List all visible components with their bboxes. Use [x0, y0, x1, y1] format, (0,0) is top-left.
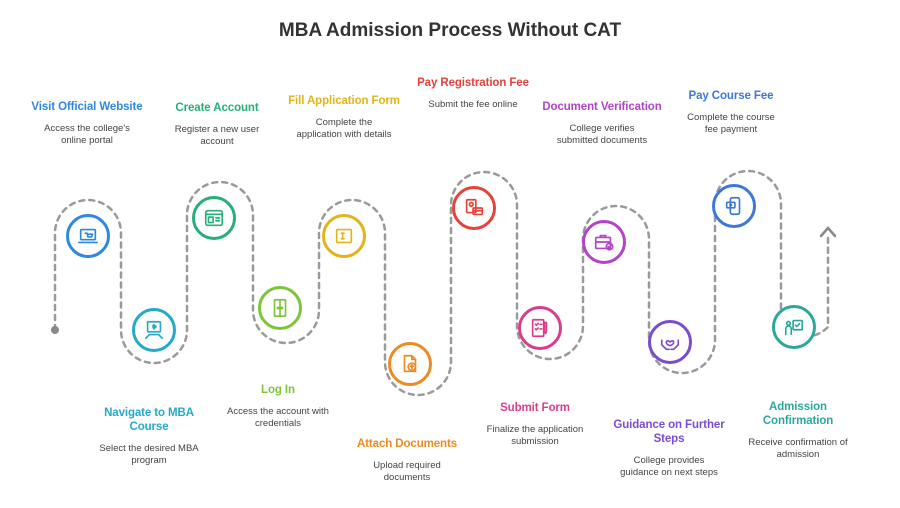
- step-8-node: [518, 306, 562, 350]
- laptop-cart-icon: [78, 228, 98, 244]
- step-description: Finalize the application submission: [486, 424, 584, 447]
- step-1-node: [66, 214, 110, 258]
- step-title: Attach Documents: [357, 438, 457, 450]
- briefcase-check-icon: [594, 234, 614, 251]
- step-1-label: Visit Official Website Access the colleg…: [22, 100, 152, 147]
- step-description: Submit the fee online: [428, 99, 518, 110]
- step-2-label: Navigate to MBA Course Select the desire…: [84, 406, 214, 467]
- step-4-node: [258, 286, 302, 330]
- step-9-label: Document Verification College verifies s…: [537, 100, 667, 147]
- step-6-label: Attach Documents Upload required documen…: [342, 437, 472, 484]
- step-11-node: [712, 184, 756, 228]
- step-title: Visit Official Website: [31, 101, 143, 113]
- payment-card-icon: [465, 198, 484, 216]
- step-7-label: Pay Registration Fee Submit the fee onli…: [408, 76, 538, 111]
- step-12-label: Admission Confirmation Receive confirmat…: [733, 400, 863, 461]
- step-11-label: Pay Course Fee Complete the course fee p…: [666, 89, 796, 136]
- step-description: College provides guidance on next steps: [620, 455, 718, 478]
- step-5-label: Fill Application Form Complete the appli…: [279, 94, 409, 141]
- step-title: Navigate to MBA Course: [104, 407, 194, 433]
- step-12-node: [772, 305, 816, 349]
- form-fill-icon: [335, 228, 353, 244]
- door-login-icon: [273, 298, 287, 318]
- step-description: College verifies submitted documents: [556, 123, 648, 146]
- step-title: Guidance on Further Steps: [613, 419, 725, 445]
- mobile-payment-icon: [725, 196, 741, 216]
- step-4-label: Log In Access the account with credentia…: [213, 383, 343, 430]
- path-end-arrow: [819, 226, 837, 238]
- step-5-node: [322, 214, 366, 258]
- step-3-label: Create Account Register a new user accou…: [152, 101, 282, 148]
- step-title: Submit Form: [500, 402, 570, 414]
- step-title: Document Verification: [542, 101, 662, 113]
- step-description: Complete the application with details: [296, 117, 392, 140]
- step-title: Pay Registration Fee: [417, 77, 529, 89]
- step-6-node: [388, 342, 432, 386]
- step-3-node: [192, 196, 236, 240]
- step-9-node: [582, 220, 626, 264]
- step-description: Access the college's online portal: [44, 123, 130, 146]
- step-title: Fill Application Form: [288, 95, 400, 107]
- path-start-dot: [51, 326, 59, 334]
- browser-grid-icon: [204, 209, 224, 227]
- diagram-title: MBA Admission Process Without CAT: [278, 20, 622, 41]
- course-book-icon: [144, 320, 164, 340]
- step-title: Pay Course Fee: [688, 90, 774, 102]
- step-description: Complete the course fee payment: [687, 112, 775, 135]
- person-board-check-icon: [784, 319, 804, 336]
- step-title: Create Account: [175, 102, 259, 114]
- step-7-node: [452, 186, 496, 230]
- step-description: Register a new user account: [174, 124, 260, 147]
- step-description: Select the desired MBA program: [99, 443, 199, 466]
- step-description: Receive confirmation of admission: [748, 437, 848, 460]
- step-2-node: [132, 308, 176, 352]
- step-8-label: Submit Form Finalize the application sub…: [470, 401, 600, 448]
- step-10-label: Guidance on Further Steps College provid…: [604, 418, 734, 479]
- step-title: Admission Confirmation: [762, 401, 834, 427]
- document-upload-icon: [403, 354, 417, 373]
- step-description: Upload required documents: [373, 460, 441, 483]
- checklist-submit-icon: [531, 318, 548, 338]
- step-description: Access the account with credentials: [227, 406, 329, 429]
- hands-heart-icon: [660, 339, 680, 351]
- step-10-node: [648, 320, 692, 364]
- step-title: Log In: [261, 384, 295, 396]
